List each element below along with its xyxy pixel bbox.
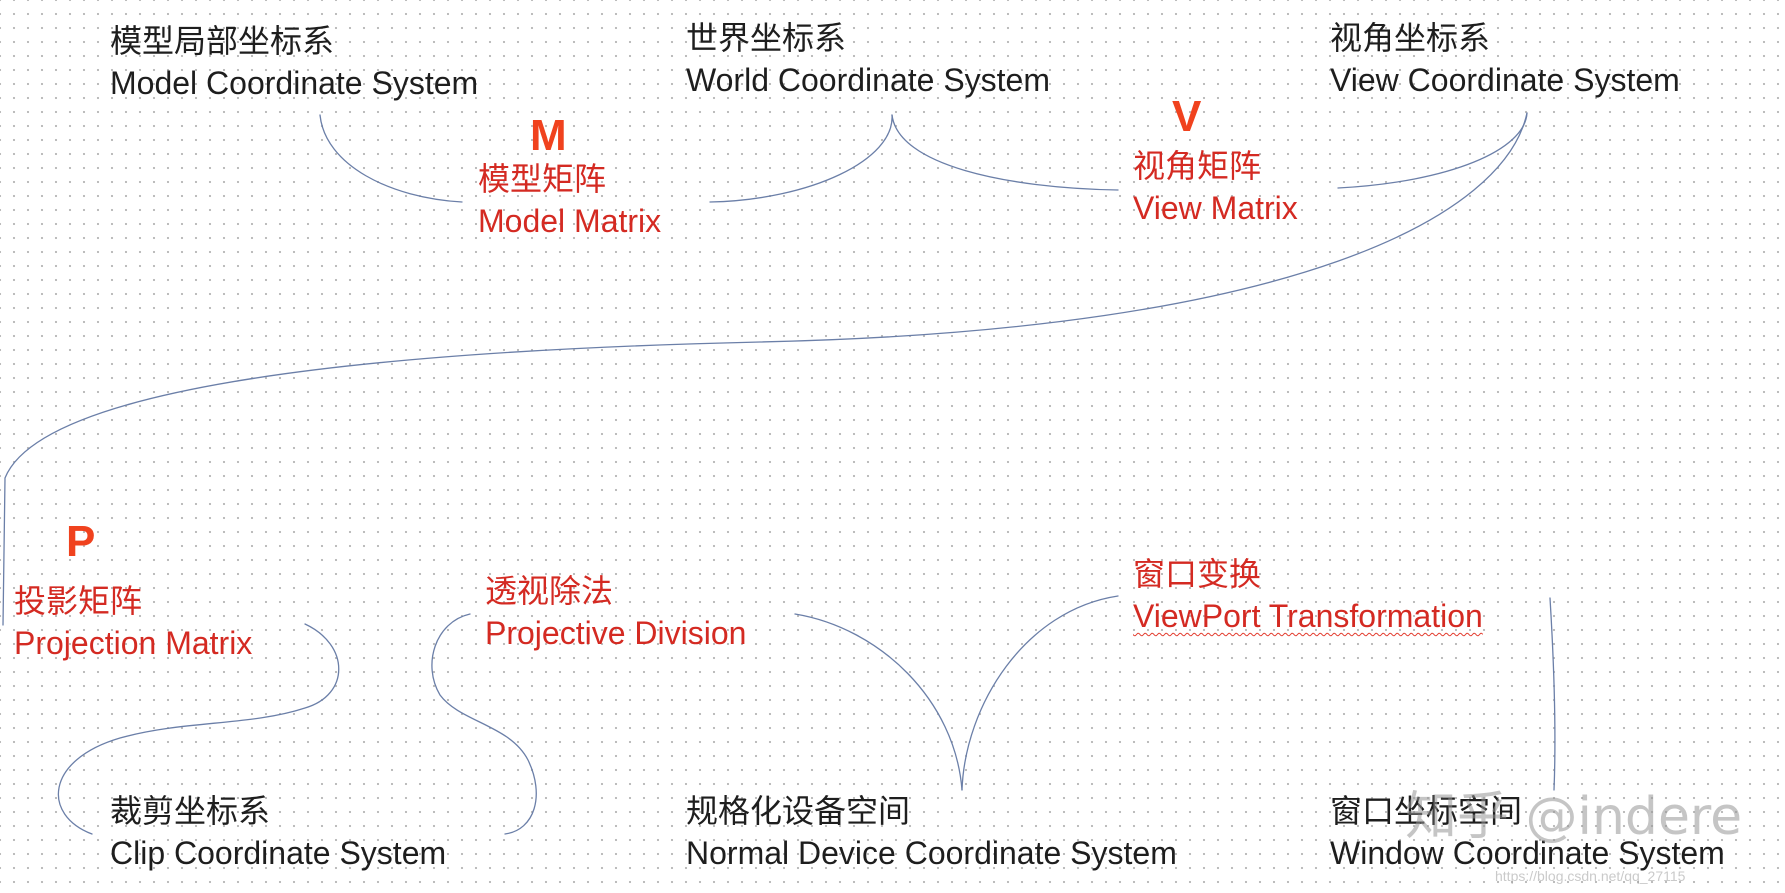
- connector-ndc-to-viewport: [961, 595, 1119, 791]
- node-model-zh: 模型局部坐标系: [110, 22, 335, 60]
- node-window-zh: 窗口坐标空间: [1330, 792, 1523, 830]
- view-matrix-letter: V: [1172, 92, 1202, 141]
- node-world-en: World Coordinate System: [686, 62, 1050, 98]
- projection-matrix-en: Projection Matrix: [14, 625, 253, 661]
- node-model-en: Model Coordinate System: [110, 65, 479, 101]
- viewport-transformation-en: ViewPort Transformation: [1133, 598, 1483, 634]
- label-viewport-transformation: 窗口变换 ViewPort Transformation: [1133, 553, 1483, 637]
- watermark-url: https://blog.csdn.net/qq_27115: [1495, 868, 1686, 884]
- projective-division-en: Projective Division: [485, 615, 747, 651]
- view-matrix-zh: 视角矩阵: [1133, 147, 1262, 185]
- connector-division-to-ndc: [794, 613, 963, 791]
- label-view-matrix: 视角矩阵 View Matrix: [1133, 145, 1298, 229]
- projection-matrix-zh: 投影矩阵: [14, 582, 143, 620]
- node-world-zh: 世界坐标系: [686, 19, 847, 57]
- node-clip-en: Clip Coordinate System: [110, 835, 447, 871]
- node-window-coordinate-system: 窗口坐标空间 Window Coordinate System: [1330, 790, 1725, 874]
- connector-view-matrix-to-view: [1337, 112, 1528, 189]
- node-clip-zh: 裁剪坐标系: [110, 792, 271, 830]
- node-ndc-en: Normal Device Coordinate System: [686, 835, 1177, 871]
- node-view-coordinate-system: 视角坐标系 View Coordinate System: [1330, 17, 1680, 101]
- projection-matrix-letter: P: [66, 517, 96, 566]
- label-projective-division: 透视除法 Projective Division: [485, 570, 746, 654]
- node-ndc-zh: 规格化设备空间: [686, 792, 911, 830]
- connector-model-to-model-matrix: [319, 114, 463, 203]
- model-matrix-letter: M: [530, 111, 567, 160]
- model-matrix-en: Model Matrix: [478, 203, 662, 239]
- model-matrix-zh: 模型矩阵: [478, 160, 607, 198]
- node-model-coordinate-system: 模型局部坐标系 Model Coordinate System: [110, 20, 478, 104]
- viewport-transformation-zh: 窗口变换: [1133, 555, 1262, 593]
- watermark: 知乎 @indere: [1405, 787, 1743, 847]
- node-view-en: View Coordinate System: [1330, 62, 1680, 98]
- label-model-matrix: 模型矩阵 Model Matrix: [478, 158, 661, 242]
- connector-viewport-to-window: [1549, 597, 1556, 791]
- connector-view-to-projection: [2, 112, 1528, 626]
- projective-division-zh: 透视除法: [485, 572, 614, 610]
- label-projection-matrix: 投影矩阵 Projection Matrix: [14, 580, 252, 664]
- connector-world-to-view-matrix: [891, 114, 1119, 191]
- node-view-zh: 视角坐标系: [1330, 19, 1491, 57]
- connector-model-matrix-to-world: [709, 114, 893, 203]
- view-matrix-en: View Matrix: [1133, 190, 1298, 226]
- node-normal-device-coordinate-system: 规格化设备空间 Normal Device Coordinate System: [686, 790, 1177, 874]
- node-window-en: Window Coordinate System: [1330, 835, 1725, 871]
- node-world-coordinate-system: 世界坐标系 World Coordinate System: [686, 17, 1050, 101]
- node-clip-coordinate-system: 裁剪坐标系 Clip Coordinate System: [110, 790, 446, 874]
